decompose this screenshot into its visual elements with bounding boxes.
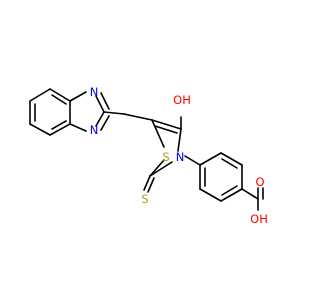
bond [199, 188, 222, 202]
bond [49, 123, 71, 136]
bond [221, 158, 238, 169]
bond [151, 119, 165, 148]
bond [143, 175, 151, 191]
bond [241, 188, 259, 200]
bond [149, 161, 173, 177]
bond [69, 123, 87, 132]
atom-s-ring: S [162, 150, 169, 164]
atom-labels: N N OH S N S O OH [90, 85, 268, 226]
atom-o-carbonyl: O [255, 175, 264, 189]
bond [103, 111, 125, 115]
atom-oh-acid: OH [250, 212, 268, 226]
bonds [29, 88, 264, 211]
atom-n-benzimidazole-top: N [90, 85, 99, 99]
atom-n-benzimidazole-bottom: N [90, 123, 99, 137]
bond [100, 115, 110, 131]
bond [29, 88, 51, 102]
bond [69, 91, 87, 102]
bond [154, 125, 178, 134]
atom-s-thione: S [141, 192, 148, 206]
bond [220, 188, 243, 202]
bond [220, 152, 243, 166]
bond [51, 120, 67, 130]
molecular-structure: N N OH S N S O OH [29, 85, 268, 226]
bond [95, 111, 105, 127]
bond [199, 152, 222, 166]
atom-oh-enol: OH [173, 93, 191, 107]
bond [29, 123, 51, 136]
bond [147, 177, 155, 193]
bond [51, 94, 67, 105]
bond [184, 155, 201, 166]
bond [123, 113, 153, 121]
bond [100, 92, 110, 110]
bond [151, 119, 182, 130]
bond [95, 95, 105, 113]
bond [177, 128, 182, 152]
bond [49, 88, 71, 102]
atom-n-ring: N [176, 150, 185, 164]
bond [221, 185, 238, 196]
